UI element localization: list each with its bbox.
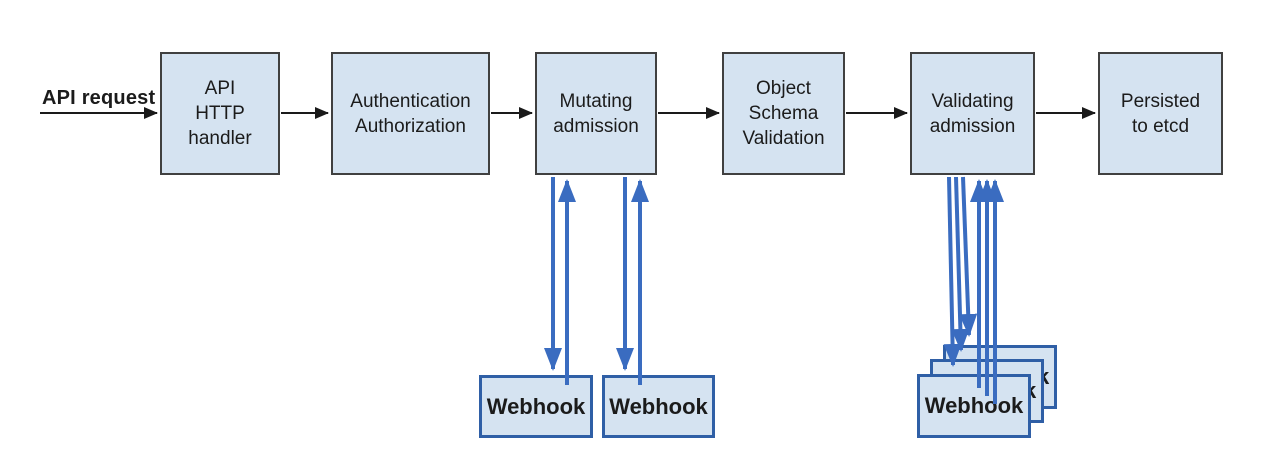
stage-authentication-authorization: Authentication Authorization — [331, 52, 490, 175]
api-request-label: API request — [42, 87, 156, 109]
stage-validating-admission: Validating admission — [910, 52, 1035, 175]
webhook-mutating-2: Webhook — [602, 375, 715, 438]
stage-api-http-handler: API HTTP handler — [160, 52, 280, 175]
webhook-validating-front: Webhook — [917, 374, 1031, 438]
arrow-validating-to-webhook-front — [943, 176, 962, 367]
stage-persisted-to-etcd: Persisted to etcd — [1098, 52, 1223, 175]
arrow-validating-to-webhook-middle — [951, 176, 970, 352]
webhook-mutating-1: Webhook — [479, 375, 593, 438]
arrow-validating-to-webhook-back — [959, 176, 978, 337]
stage-mutating-admission: Mutating admission — [535, 52, 657, 175]
stage-object-schema-validation: Object Schema Validation — [722, 52, 845, 175]
